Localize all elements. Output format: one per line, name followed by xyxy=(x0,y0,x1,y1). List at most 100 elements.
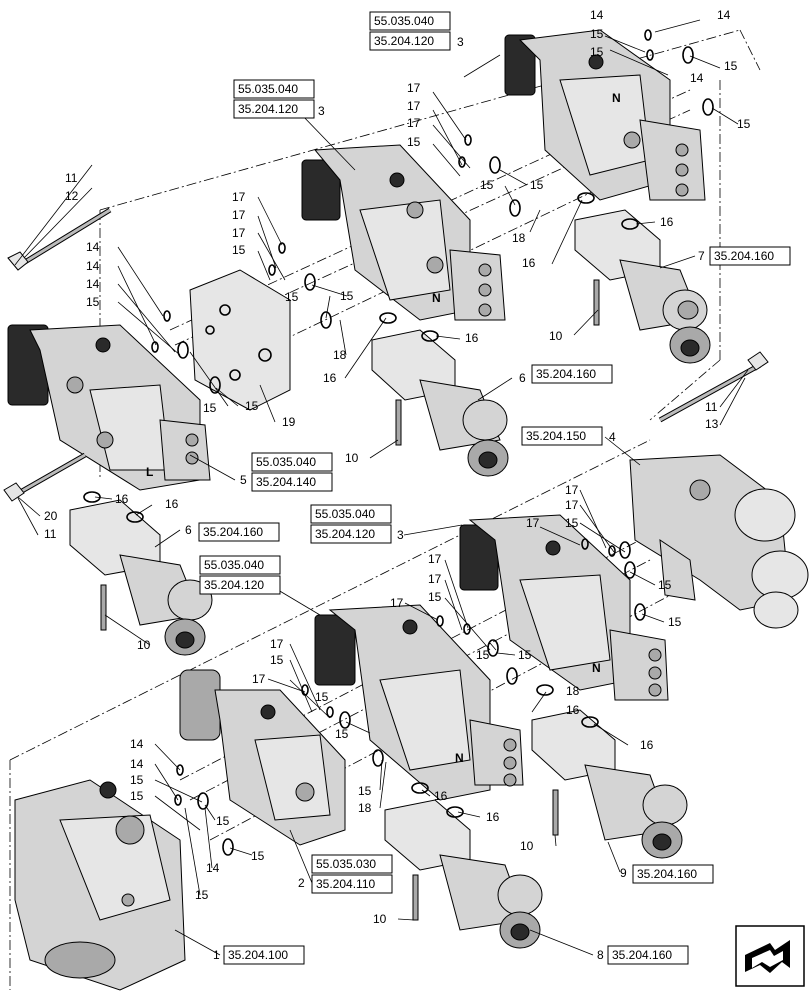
callout-13: 13 xyxy=(705,417,719,431)
callout-17: 17 xyxy=(428,552,442,566)
callout-9: 9 xyxy=(620,866,627,880)
callout-15: 15 xyxy=(668,615,682,629)
callout-6: 6 xyxy=(185,523,192,537)
coupler-block-7 xyxy=(574,209,711,364)
callout-17: 17 xyxy=(407,116,421,130)
callout-15: 15 xyxy=(270,653,284,667)
callout-15: 15 xyxy=(565,516,579,530)
callout-12: 12 xyxy=(65,189,79,203)
callout-15: 15 xyxy=(216,814,230,828)
callout-15: 15 xyxy=(203,401,217,415)
callout-10: 10 xyxy=(520,839,534,853)
callout-18: 18 xyxy=(566,684,580,698)
ref-55035040: 55.035.040 xyxy=(204,558,264,572)
bolts xyxy=(100,279,600,921)
callout-16: 16 xyxy=(323,371,337,385)
callout-15: 15 xyxy=(130,773,144,787)
callout-17: 17 xyxy=(270,637,284,651)
ref-55035040: 55.035.040 xyxy=(374,14,434,28)
valve-section-4 xyxy=(629,454,809,629)
callout-1: 1 xyxy=(213,948,220,962)
ref-55035030: 55.035.030 xyxy=(316,857,376,871)
inlet-housing-1 xyxy=(14,779,186,991)
next-page-arrow-icon[interactable] xyxy=(735,925,805,987)
callout-17: 17 xyxy=(428,572,442,586)
ref-55035040: 55.035.040 xyxy=(256,455,316,469)
valve-section-left: L xyxy=(7,324,211,491)
valve-letter: L xyxy=(146,465,153,479)
callout-3: 3 xyxy=(318,104,325,118)
callout-15: 15 xyxy=(232,243,246,257)
callout-15: 15 xyxy=(590,27,604,41)
callout-7: 7 xyxy=(698,249,705,263)
callout-14: 14 xyxy=(717,8,731,22)
callout-17: 17 xyxy=(390,596,404,610)
callout-8: 8 xyxy=(597,948,604,962)
coupler-block-9 xyxy=(531,709,688,859)
callout-10: 10 xyxy=(137,638,151,652)
gasket-plate xyxy=(189,269,291,411)
ref-35204150: 35.204.150 xyxy=(526,429,586,443)
callout-16: 16 xyxy=(566,703,580,717)
ref-35204160: 35.204.160 xyxy=(612,948,672,962)
callout-18: 18 xyxy=(512,231,526,245)
callout-15: 15 xyxy=(251,849,265,863)
callout-15: 15 xyxy=(428,590,442,604)
leader-lines xyxy=(14,19,749,956)
tie-rods xyxy=(3,207,769,502)
callout-15: 15 xyxy=(530,178,544,192)
ref-55035040: 55.035.040 xyxy=(315,507,375,521)
callout-14: 14 xyxy=(86,277,100,291)
valve-section-lower-middle: N xyxy=(314,604,524,801)
callout-10: 10 xyxy=(549,329,563,343)
callout-17: 17 xyxy=(232,190,246,204)
callout-10: 10 xyxy=(345,451,359,465)
callout-15: 15 xyxy=(315,690,329,704)
ref-35204120: 35.204.120 xyxy=(204,578,264,592)
callout-15: 15 xyxy=(86,295,100,309)
callout-6: 6 xyxy=(519,371,526,385)
callout-15: 15 xyxy=(658,578,672,592)
ref-35204160: 35.204.160 xyxy=(637,867,697,881)
callout-15: 15 xyxy=(480,178,494,192)
callout-15: 15 xyxy=(245,399,259,413)
callout-numbers: 14 14 15 15 14 15 15 16 16 3 17 17 17 15… xyxy=(44,8,751,962)
ref-35204160: 35.204.160 xyxy=(714,249,774,263)
callout-16: 16 xyxy=(434,789,448,803)
valve-letter: N xyxy=(592,661,601,675)
callout-14: 14 xyxy=(130,737,144,751)
end-section-2 xyxy=(179,669,346,846)
callout-11: 11 xyxy=(705,400,718,414)
callout-17: 17 xyxy=(407,81,421,95)
callout-17: 17 xyxy=(232,226,246,240)
callout-15: 15 xyxy=(476,648,490,662)
callout-5: 5 xyxy=(240,473,247,487)
ref-35204120: 35.204.120 xyxy=(238,102,298,116)
ref-35204100: 35.204.100 xyxy=(228,948,288,962)
ref-35204120: 35.204.120 xyxy=(315,527,375,541)
callout-3: 3 xyxy=(457,35,464,49)
callout-20: 20 xyxy=(44,509,58,523)
callout-16: 16 xyxy=(465,331,479,345)
callout-14: 14 xyxy=(590,8,604,22)
callout-15: 15 xyxy=(358,784,372,798)
callout-16: 16 xyxy=(115,492,129,506)
callout-19: 19 xyxy=(282,415,296,429)
callout-17: 17 xyxy=(232,208,246,222)
ref-55035040: 55.035.040 xyxy=(238,82,298,96)
valve-letter: N xyxy=(612,91,621,105)
callout-11: 11 xyxy=(44,527,57,541)
callout-15: 15 xyxy=(335,727,349,741)
callout-14: 14 xyxy=(206,861,220,875)
coupler-block-6-lower xyxy=(69,499,213,656)
callout-16: 16 xyxy=(165,497,179,511)
callout-10: 10 xyxy=(373,912,387,926)
callout-16: 16 xyxy=(522,256,536,270)
callout-15: 15 xyxy=(590,45,604,59)
callout-17: 17 xyxy=(526,516,540,530)
reference-boxes: 55.035.040 35.204.120 55.035.040 35.204.… xyxy=(198,11,791,965)
callout-14: 14 xyxy=(86,240,100,254)
callout-17: 17 xyxy=(565,483,579,497)
